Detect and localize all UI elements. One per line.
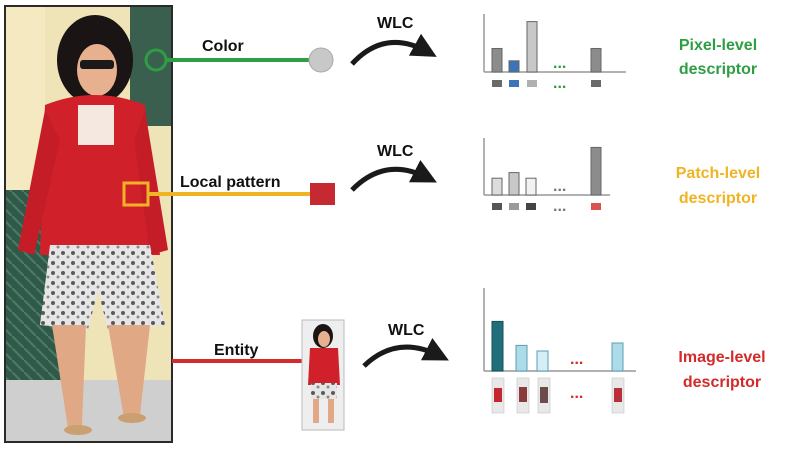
- histogram-bar: [491, 177, 503, 196]
- color-sample-dot: [308, 47, 334, 73]
- codeword-swatch: [591, 203, 601, 210]
- patch-level-histogram: ... ...: [483, 138, 610, 215]
- codeword-swatch: [509, 203, 519, 210]
- wlc-arrow-1: [350, 33, 437, 66]
- entity-thumbnail: [301, 319, 345, 431]
- color-cue-label: Color: [202, 38, 244, 55]
- pixel-level-subtitle: descriptor: [679, 61, 757, 78]
- patch-level-title: Patch-level: [676, 165, 760, 182]
- histogram-bar: [526, 21, 538, 73]
- histogram-ellipsis: ...: [553, 178, 566, 195]
- histogram-bar: [491, 320, 504, 372]
- row-local-pattern: Local pattern WLC ... ... Patch-level de…: [122, 138, 760, 215]
- entity-cue-label: Entity: [214, 342, 259, 359]
- histogram-ellipsis: ...: [570, 351, 583, 368]
- patch-level-subtitle: descriptor: [679, 190, 757, 207]
- histogram-bar: [525, 177, 537, 196]
- row-color: Color WLC ... ... Pixel-level descriptor: [144, 14, 757, 92]
- histogram-ellipsis: ...: [553, 55, 566, 72]
- wlc-arrow-3: [362, 338, 449, 368]
- codeword-swatch: [492, 203, 502, 210]
- wlc-arrow-2: [350, 160, 437, 192]
- codeword-ellipsis: ...: [553, 75, 566, 92]
- codeword-swatch: [591, 80, 601, 87]
- codeword-swatch: [509, 80, 519, 87]
- image-level-histogram: ... ...: [483, 288, 636, 414]
- wlc-label-3: WLC: [388, 322, 425, 339]
- row-entity: Entity WLC ... ... Image-level: [172, 288, 766, 431]
- person-photo-frame: [4, 5, 173, 443]
- codeword-swatch: [492, 80, 502, 87]
- histogram-bar: [491, 47, 503, 73]
- wlc-label-1: WLC: [377, 15, 414, 32]
- histogram-bar: [508, 172, 520, 196]
- codeword-swatch: [526, 203, 536, 210]
- histogram-bar: [515, 344, 528, 372]
- codeword-ellipsis: ...: [570, 385, 583, 402]
- histogram-bar: [590, 47, 602, 73]
- histogram-bar: [536, 350, 549, 372]
- histogram-bar: [611, 342, 624, 372]
- image-level-subtitle: descriptor: [683, 374, 761, 391]
- pixel-level-histogram: ... ...: [483, 14, 626, 92]
- image-level-title: Image-level: [678, 349, 765, 366]
- histogram-bar: [590, 146, 602, 196]
- codeword-ellipsis: ...: [553, 198, 566, 215]
- pixel-level-title: Pixel-level: [679, 37, 757, 54]
- patch-cue-label: Local pattern: [180, 174, 280, 191]
- histogram-bar: [508, 60, 520, 73]
- person-photo: [5, 6, 172, 442]
- codeword-thumbnails: [491, 377, 625, 414]
- codeword-swatch: [527, 80, 537, 87]
- patch-sample-swatch: [310, 183, 335, 205]
- wlc-label-2: WLC: [377, 143, 414, 160]
